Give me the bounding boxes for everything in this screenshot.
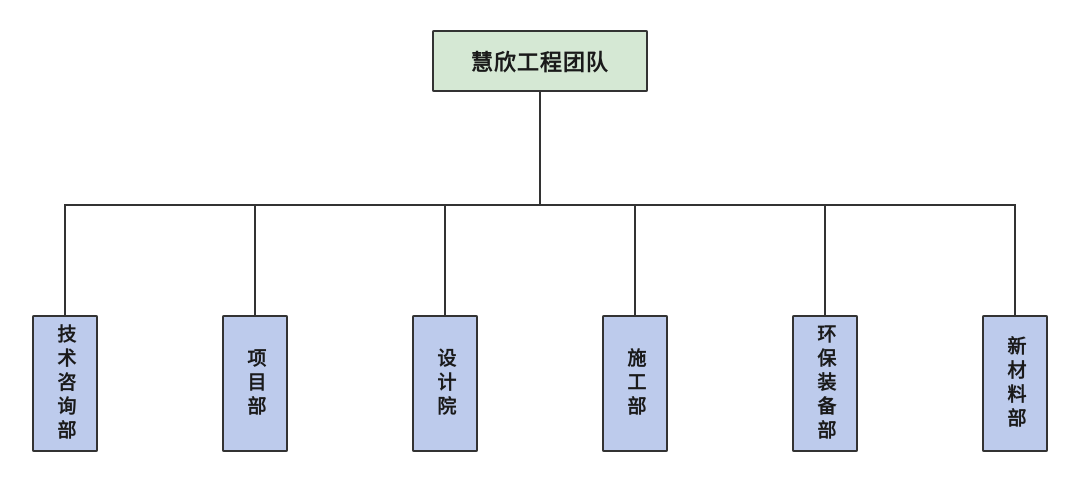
org-node-dept-label: 新材料部: [1004, 335, 1026, 432]
connector-drop-6: [1014, 204, 1016, 315]
connector-drop-1: [64, 204, 66, 315]
org-node-dept-construction: 施工部: [602, 315, 668, 452]
org-node-root-label: 慧欣工程团队: [470, 50, 609, 75]
org-node-dept-label: 设计院: [434, 347, 456, 420]
org-node-dept-label: 施工部: [624, 347, 646, 420]
org-node-dept-project: 项目部: [222, 315, 288, 452]
org-node-dept-label: 技术咨询部: [54, 323, 76, 444]
org-node-dept-label: 环保装备部: [814, 323, 836, 444]
connector-drop-4: [634, 204, 636, 315]
connector-horizontal-bus: [64, 204, 1016, 206]
org-node-dept-tech-consulting: 技术咨询部: [32, 315, 98, 452]
org-node-root: 慧欣工程团队: [432, 30, 648, 92]
org-node-dept-design-institute: 设计院: [412, 315, 478, 452]
connector-drop-3: [444, 204, 446, 315]
org-node-dept-label: 项目部: [244, 347, 266, 420]
org-node-dept-new-materials: 新材料部: [982, 315, 1048, 452]
connector-drop-5: [824, 204, 826, 315]
connector-root-stem: [539, 92, 541, 205]
connector-drop-2: [254, 204, 256, 315]
org-node-dept-env-equipment: 环保装备部: [792, 315, 858, 452]
